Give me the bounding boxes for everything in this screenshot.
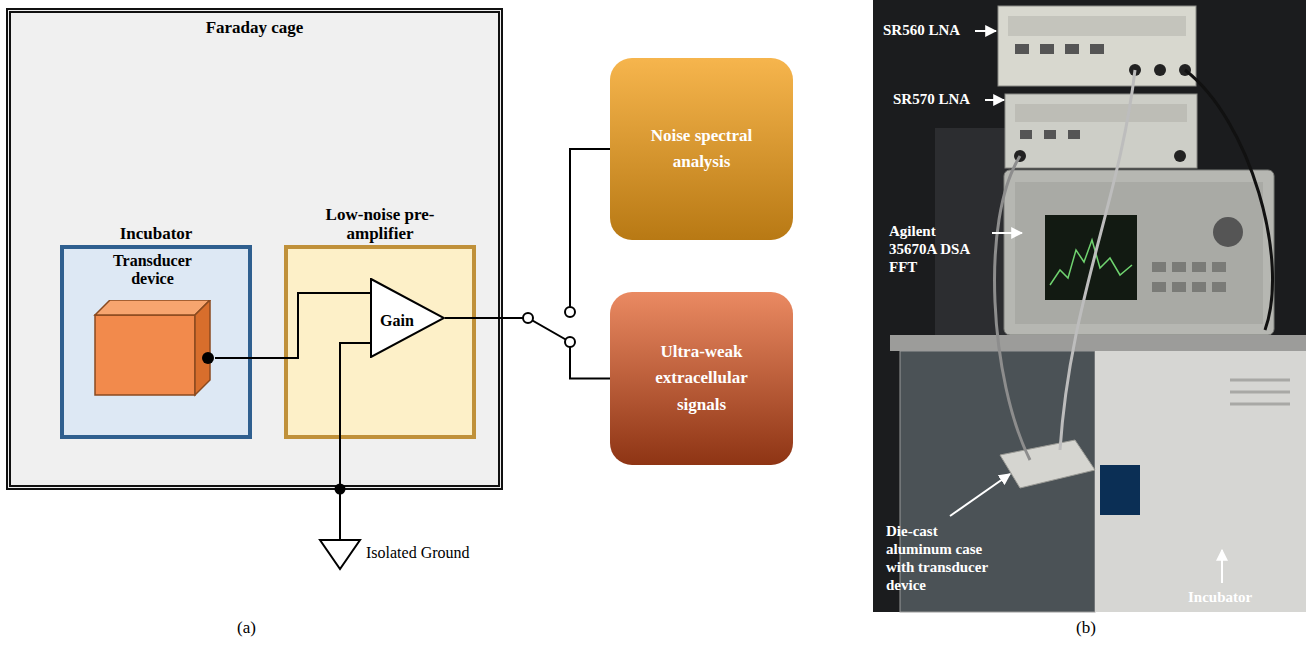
panel-button [1020,130,1032,139]
incubator-body [1095,351,1306,612]
instrument-label: Agilent 35670A DSA FFT [889,222,985,276]
box-text: Transducer device [98,252,208,289]
panel-button [1212,262,1226,272]
panel-button [1152,262,1166,272]
cube-face [195,300,210,395]
panel-button [1044,130,1056,139]
panel-button [1068,130,1080,139]
signal-wire [215,293,370,358]
box-heading: Low-noise pre-amplifier [305,205,455,244]
vent-slot [1230,403,1290,406]
transducer-device: Transducer device [90,252,215,400]
gain-amplifier: Gain [370,278,445,358]
output-box: Ultra-weak extracellular signals [610,292,793,465]
panel-button [1015,44,1029,54]
switch-contact [565,337,575,347]
leader-arrow [950,474,1010,516]
incubator-box: IncubatorTransducer device [60,245,252,439]
panel-button [1090,44,1104,54]
ground-label: Isolated Ground [366,543,516,562]
cable [995,156,1030,460]
vent-slot [1230,379,1290,382]
preamp-box: Low-noise pre-amplifierGain [284,245,476,439]
leader-arrow [1221,550,1223,583]
output-box: Noise spectral analysis [610,58,793,240]
switch-contact [523,313,533,323]
panel-button [1212,282,1226,292]
panel-button [1192,282,1206,292]
panel-label: (a) [237,618,277,638]
ground-symbol [320,540,360,569]
vent-slot [1230,391,1290,394]
analyzer-bezel [1015,182,1263,324]
sr560-amplifier [998,6,1196,86]
agilent-analyzer [1004,170,1274,335]
box-heading: Incubator [64,224,248,244]
instrument-label: Incubator [1188,588,1288,606]
panel-strip [1008,16,1186,36]
bnc-connector [1154,64,1166,76]
sr570-amplifier [1005,94,1197,168]
box-text: Gain [380,312,414,330]
ground-wire [340,343,370,540]
leader-arrow [975,30,996,32]
panel-button [1172,262,1186,272]
panel-button [1172,282,1186,292]
bnc-connector [1174,150,1186,162]
analyzer-knob [1213,217,1243,247]
signal-wire [445,149,610,318]
instrument-label: Die-cast aluminum case with transducer d… [886,522,1004,594]
cube-icon [90,300,215,400]
aluminum-case [1000,440,1095,488]
leader-arrow [992,232,1022,234]
cube-face [95,315,195,395]
box-text: Noise spectral analysis [627,123,777,176]
terminal-dot [202,352,214,364]
cube-face [95,300,210,315]
box-text: Ultra-weak extracellular signals [639,339,764,418]
signal-wire [445,318,610,379]
cable [1060,70,1135,450]
panel-strip [1015,104,1187,122]
panel-button [1192,262,1206,272]
box-text: Faraday cage [11,18,498,38]
spectrum-trace [1050,240,1132,285]
panel-button [1065,44,1079,54]
instrument-label: SR560 LNA [883,21,973,39]
cable [1185,70,1273,330]
instrument-label: SR570 LNA [893,90,983,108]
panel-button [1040,44,1054,54]
photo-background [873,0,1306,612]
amplifier-outline [371,279,444,357]
faraday-cage: Faraday cageIncubatorTransducer deviceLo… [6,8,503,490]
panel-button [1152,282,1166,292]
panel-label: (b) [1076,618,1116,638]
ground-junction [335,484,346,495]
switch-contact [565,307,575,317]
analyzer-screen [1045,215,1137,300]
incubator-top [890,335,1306,351]
incubator-display [1100,465,1140,515]
leader-arrow [985,99,1004,101]
